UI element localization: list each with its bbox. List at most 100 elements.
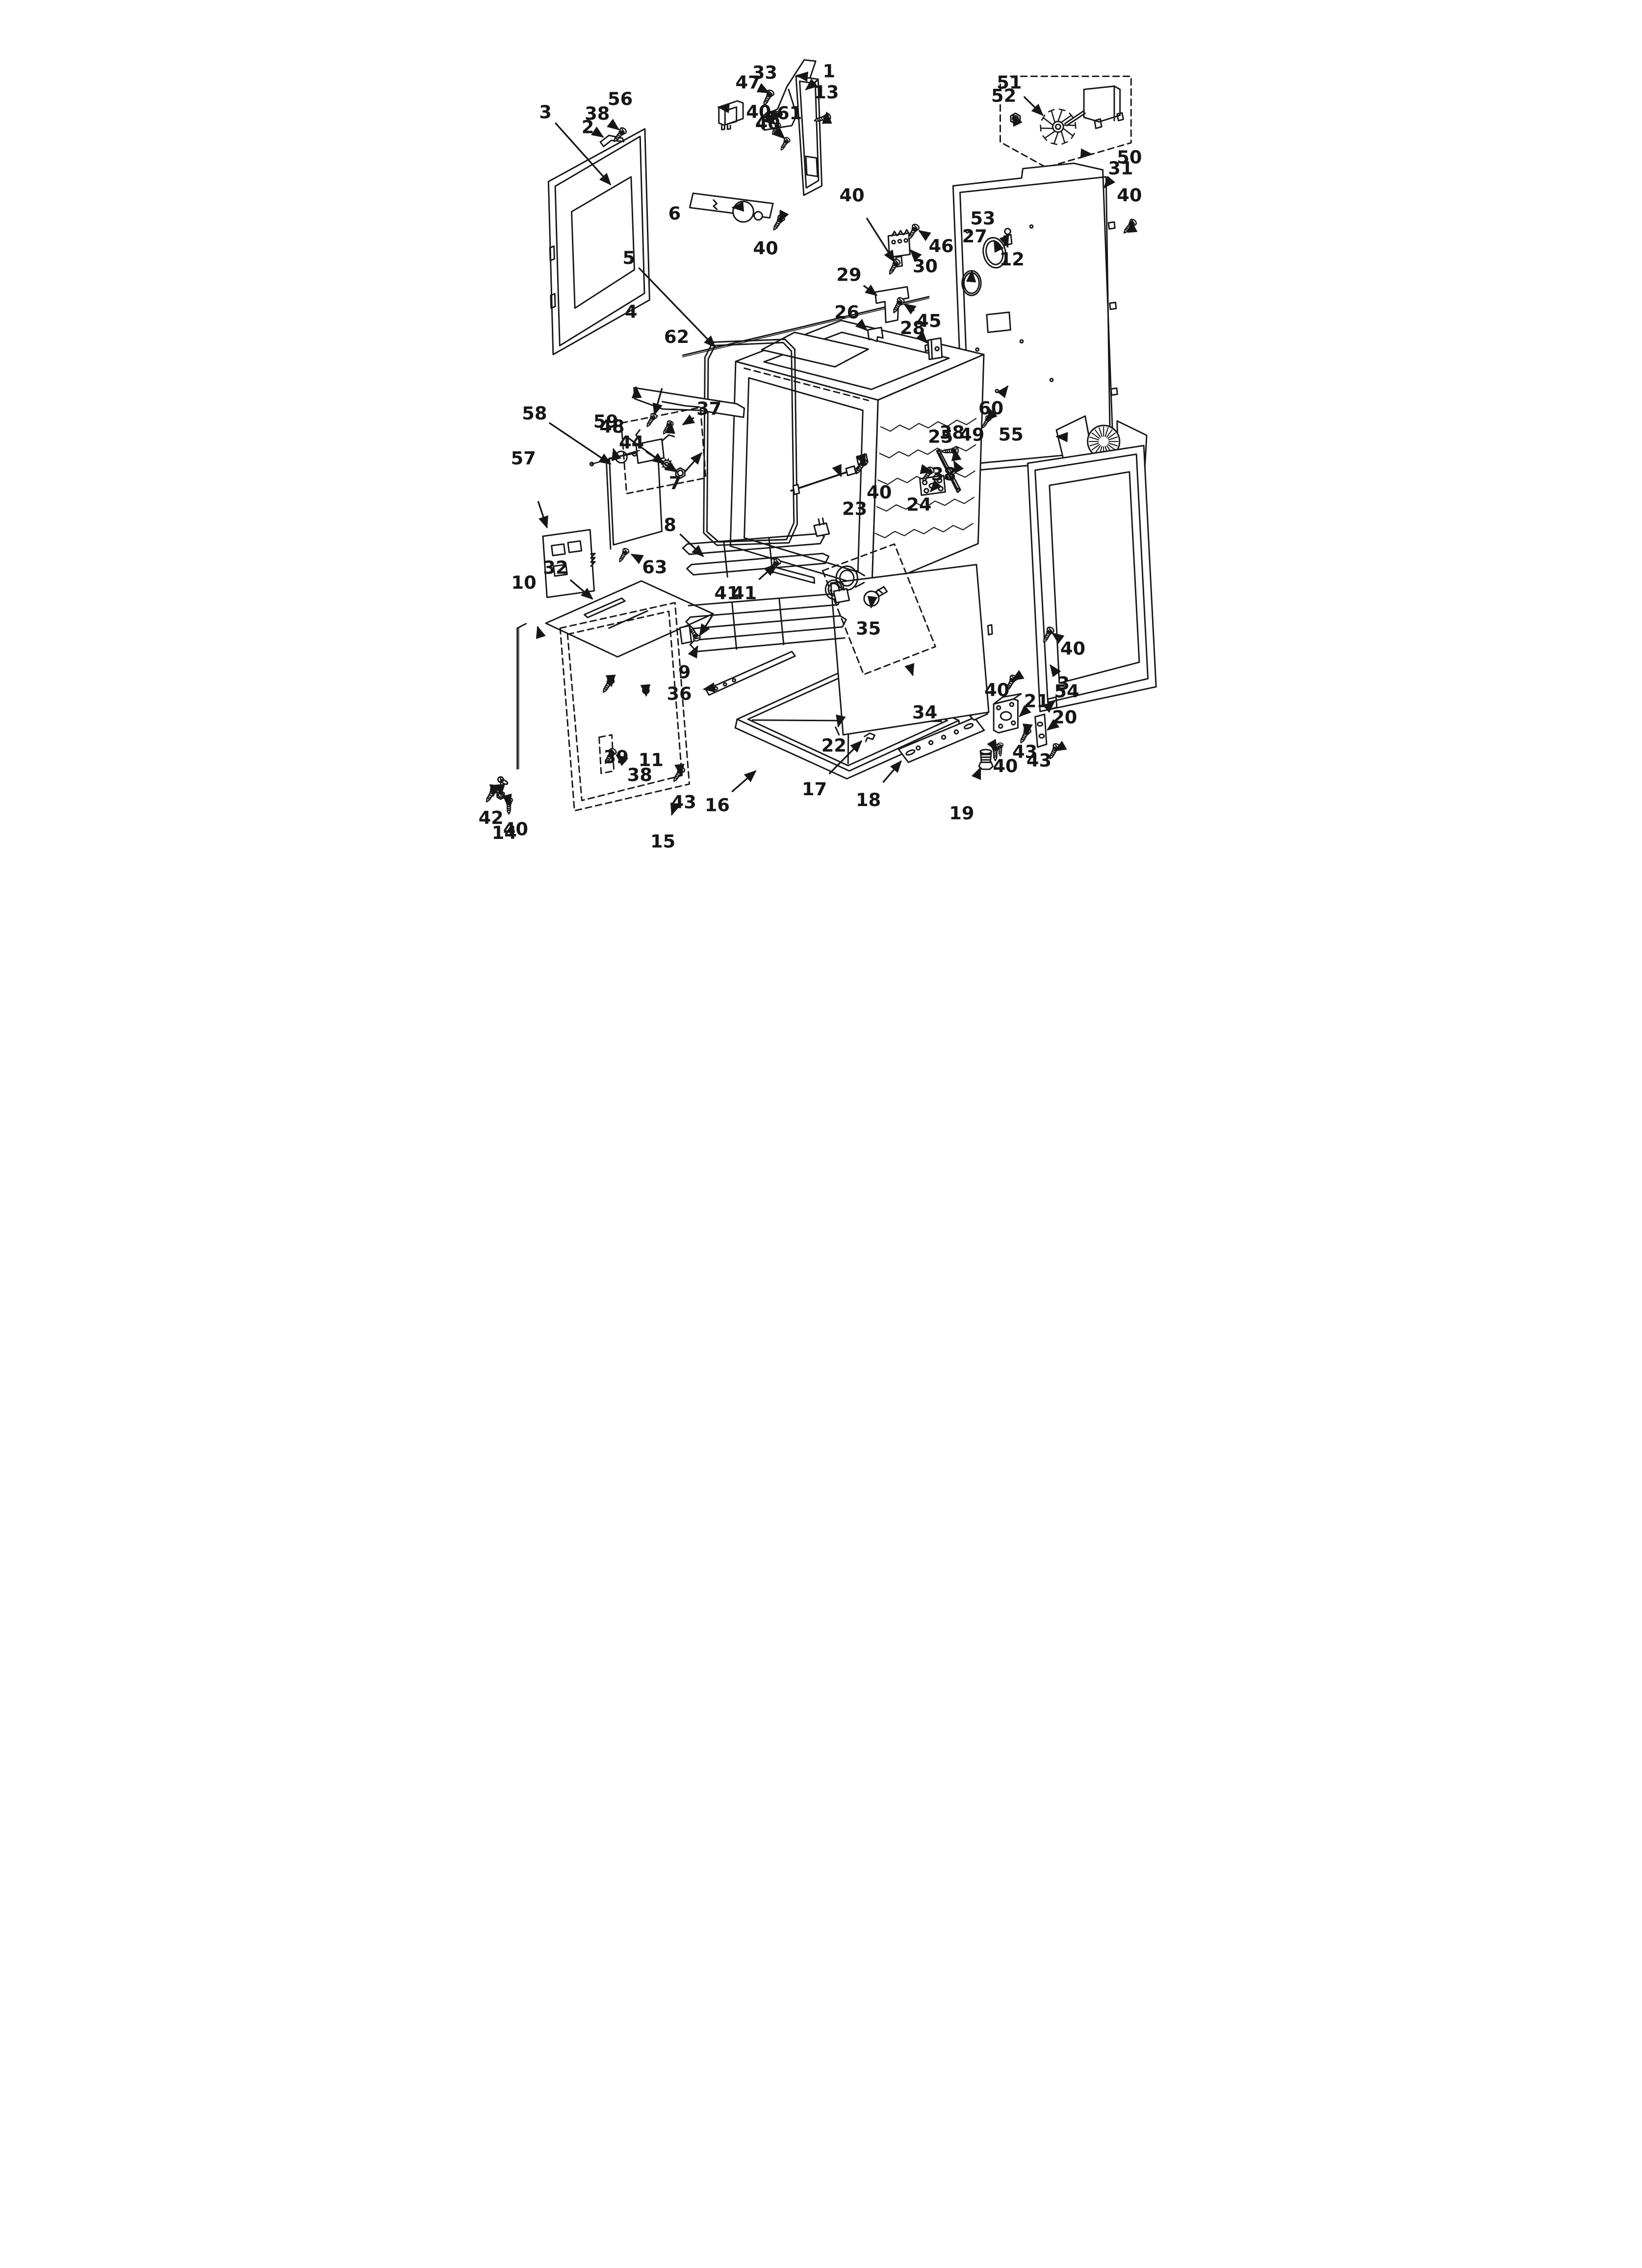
- callout-leader-58: [548, 422, 612, 465]
- callout-43: 43: [1012, 723, 1037, 762]
- callout-label-39: 39: [604, 746, 629, 767]
- part-light-kit-box-34: [821, 543, 936, 676]
- callout-38: 38: [940, 422, 965, 462]
- callout-16: 16: [705, 770, 757, 815]
- callout-label-4: 4: [625, 301, 638, 322]
- part-rear-filler-hole: [805, 156, 819, 178]
- part-fan-motor-shaft-2: [1066, 112, 1086, 127]
- part-trim-wire-hook: [516, 623, 527, 629]
- part-vent-trim-hole-3: [732, 678, 737, 682]
- part-plate-20-hole-1: [1037, 721, 1044, 727]
- callout-label-56: 56: [608, 88, 633, 109]
- part-thermometer-pin: [589, 462, 594, 467]
- part-bracket-28-hole: [934, 346, 940, 352]
- part-bulb-base-line: [877, 589, 883, 594]
- callout-label-21: 21: [1024, 690, 1049, 711]
- callout-label-55: 55: [999, 424, 1024, 445]
- part-broil-elem-8-l1: [686, 533, 819, 545]
- part-screw-40-b: [780, 137, 791, 151]
- callout-leader-3: [554, 122, 612, 185]
- part-foot-19-hex: [978, 761, 994, 770]
- part-broil-pin-2: [821, 517, 825, 525]
- part-screw-40-d: [889, 259, 901, 275]
- part-hinge-plate-hole: [1000, 711, 1012, 721]
- callout-11: 11: [639, 684, 664, 771]
- part-hinge-rail-18: [898, 717, 985, 763]
- callout-18: 18: [856, 760, 902, 810]
- callout-label-40: 40: [753, 237, 778, 259]
- callout-40: 40: [987, 739, 1018, 777]
- part-keeper-hole-3: [903, 238, 908, 243]
- callout-33: 33: [752, 62, 809, 83]
- callout-leader-47: [756, 83, 770, 94]
- part-reflector-cone-2: [854, 582, 865, 588]
- callout-label-23: 23: [842, 498, 867, 519]
- part-bake-pin-2: [842, 582, 845, 591]
- callout-57: 57: [511, 448, 548, 529]
- part-bake-elem-9-l5: [696, 637, 846, 652]
- callout-14: 14: [492, 783, 517, 843]
- part-bake-elem-9-l2: [690, 604, 839, 618]
- part-insulation-wave-5: [874, 523, 974, 539]
- callout-28: 28: [900, 317, 928, 344]
- callout-40: 40: [840, 184, 896, 263]
- callout-52: 52: [991, 85, 1023, 127]
- part-bracket-2: [599, 134, 625, 148]
- callout-label-43: 43: [1012, 741, 1037, 762]
- callout-label-6: 6: [668, 203, 681, 224]
- callout-3: 3: [1050, 664, 1070, 694]
- part-cavity-top-lid: [761, 331, 870, 368]
- callout-35: 35: [856, 596, 881, 639]
- callout-60: 60: [978, 385, 1009, 419]
- callout-label-10: 10: [511, 572, 536, 593]
- callout-40: 40: [746, 101, 776, 125]
- part-bake-elem-9-l4: [693, 626, 843, 641]
- callout-19: 19: [949, 766, 981, 824]
- callout-leader-48: [626, 436, 665, 465]
- part-rear-panel-hole: [986, 311, 1011, 333]
- part-probe-plug: [845, 465, 857, 476]
- part-bake-hanger: [679, 625, 693, 645]
- part-latch-bracket-4: [633, 387, 745, 418]
- part-hinge-plate-flange: [993, 693, 1022, 705]
- part-board-block-3: [553, 564, 568, 577]
- part-maintop-slot-2: [608, 610, 648, 629]
- callout-38: 38: [616, 754, 652, 785]
- part-fan-motor-tab-2: [1116, 112, 1124, 122]
- part-reflector-cone-1: [855, 570, 866, 576]
- callout-31: 31: [1103, 157, 1133, 189]
- callout-37: 37: [682, 398, 721, 426]
- part-spacer-12-hole: [1004, 228, 1011, 235]
- callout-leader-29: [863, 284, 878, 296]
- callout-49: 49: [959, 409, 998, 445]
- callout-leader-4: [631, 386, 642, 399]
- callout-36: 36: [667, 682, 716, 704]
- part-latch-slot: [661, 401, 700, 408]
- part-flange-clip-2: [1109, 301, 1117, 311]
- callout-43: 43: [671, 763, 696, 812]
- part-brace-hole-2: [955, 488, 960, 492]
- callout-leader-24: [929, 479, 942, 493]
- callout-label-40: 40: [840, 184, 865, 206]
- callout-61: 61: [770, 103, 802, 124]
- callout-leader-63: [630, 553, 644, 564]
- callout-leader-38: [616, 754, 629, 766]
- callout-label-26: 26: [834, 302, 859, 323]
- part-screw-63: [619, 547, 630, 563]
- callout-leader-18: [882, 760, 902, 783]
- callout-8: 8: [664, 514, 704, 557]
- part-broil-end-l2: [686, 564, 694, 576]
- part-door-gasket-7-inner: [706, 341, 795, 543]
- callout-50: 50: [1080, 147, 1142, 168]
- callout-label-13: 13: [814, 82, 839, 103]
- part-rail-hole-2: [928, 740, 934, 745]
- part-plate-24-hole-3: [924, 488, 929, 494]
- callout-label-37: 37: [696, 398, 721, 419]
- callout-9: 9: [678, 645, 698, 683]
- callout-54: 54: [1042, 681, 1079, 713]
- callout-label-47: 47: [736, 72, 761, 93]
- part-broil-end-l1: [682, 543, 691, 555]
- callout-label-5: 5: [622, 247, 635, 268]
- part-screw-62-a: [646, 413, 658, 427]
- part-nut-52: [1010, 112, 1021, 125]
